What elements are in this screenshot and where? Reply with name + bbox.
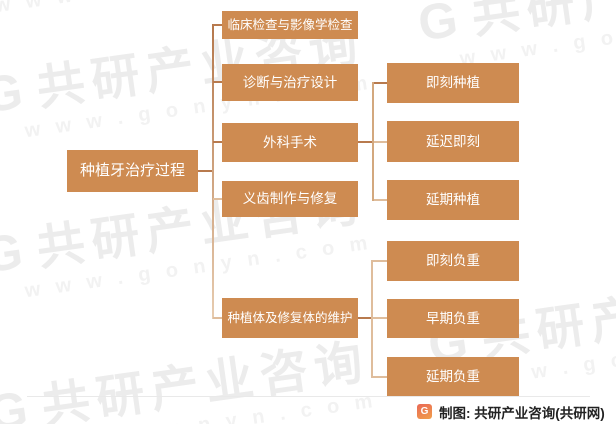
node-denture-fabrication-restoration: 义齿制作与修复 — [222, 181, 358, 217]
node-early-loading: 早期负重 — [387, 299, 519, 338]
watermark-brand: 共研产业咨询 — [38, 335, 373, 424]
connector-stub-deferred-implant — [374, 199, 387, 201]
watermark-brand: 共研产业咨询 — [469, 0, 616, 44]
node-delayed-immediate: 延迟即刻 — [387, 121, 519, 162]
credit-attribution: G 制图: 共研产业咨询(共研网) — [417, 403, 605, 421]
watermark-logo-glyph: G — [0, 379, 38, 424]
gonyn-logo-icon: G — [417, 404, 432, 419]
connector-stub-early-loading — [373, 317, 387, 319]
node-immediate-loading: 即刻负重 — [387, 241, 519, 281]
connector-stub-immediate-loading — [373, 260, 387, 262]
watermark-logo-glyph: G — [414, 0, 468, 52]
watermark-logo-glyph: G — [0, 61, 33, 124]
node-surgery: 外科手术 — [222, 123, 358, 162]
connector-stub-stage-4 — [213, 198, 222, 200]
connector-maintenance-spine — [371, 260, 373, 378]
connector-surgery-spine — [372, 82, 374, 201]
watermark-logo-glyph: G — [0, 221, 33, 284]
connector-stub-stage-5 — [213, 317, 222, 319]
node-implant-restoration-maintenance: 种植体及修复体的维护 — [222, 298, 358, 338]
node-deferred-implant: 延期种植 — [387, 180, 519, 220]
connector-stub-delayed-immediate — [374, 141, 387, 143]
connector-root-to-spine — [198, 170, 213, 172]
connector-stub-delayed-loading — [373, 376, 387, 378]
footer-divider — [27, 396, 590, 397]
connector-stub-stage-3 — [213, 141, 222, 143]
connector-stub-immediate-implant — [374, 82, 387, 84]
connector-stub-stage-1 — [213, 24, 222, 26]
node-diagnosis-treatment-design: 诊断与治疗设计 — [222, 64, 358, 101]
connector-maintenance-out — [358, 317, 372, 319]
node-implant-treatment-process: 种植牙治疗过程 — [67, 150, 198, 192]
node-immediate-implant: 即刻种植 — [387, 63, 519, 103]
credit-text: 制图: 共研产业咨询(共研网) — [439, 405, 605, 421]
connector-surgery-out — [358, 141, 373, 143]
watermark: G共研产业咨询 w w w . g o n y n . c o m — [0, 334, 379, 424]
node-delayed-loading: 延期负重 — [387, 357, 519, 396]
node-clinical-imaging-exam: 临床检查与影像学检查 — [222, 11, 358, 39]
connector-left-spine — [212, 24, 214, 319]
connector-stub-stage-2 — [213, 81, 222, 83]
